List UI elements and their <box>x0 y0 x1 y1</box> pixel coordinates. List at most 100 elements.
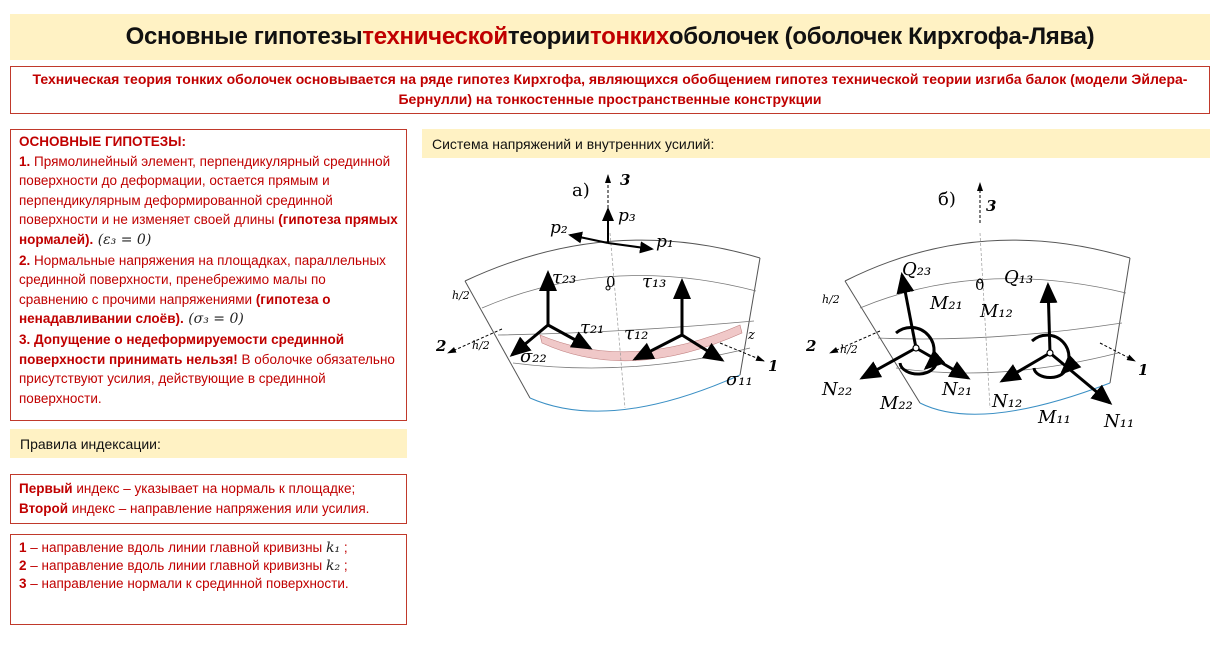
directions-box: 1 – направление вдоль линии главной крив… <box>10 534 407 625</box>
page-title: Основные гипотезы технической теории тон… <box>10 14 1210 60</box>
diagram-b: б) 3 0 Q₂₃ Q₁₃ M₂₁ M₁₂ N₂₂ M₂₂ N₂₁ N₁₂ M… <box>805 182 1148 432</box>
M22-moment-arc <box>898 360 938 376</box>
tau13-label: τ₁₃ <box>642 271 666 292</box>
index-rule-second: Второй индекс – направление напряжения и… <box>19 499 398 519</box>
hypotheses-box: ОСНОВНЫЕ ГИПОТЕЗЫ: 1. Прямолинейный элем… <box>10 129 407 421</box>
M21-label: M₂₁ <box>929 293 963 314</box>
h2-label-bottom-a: h/2 <box>472 339 490 352</box>
hypothesis-1-name: (гипотеза прямых нормалей). <box>19 212 398 247</box>
N22-arrow <box>859 346 917 380</box>
Q23-label: Q₂₃ <box>902 259 931 280</box>
origin-label-a: 0 <box>606 273 616 291</box>
M12-moment-arc <box>1030 333 1082 376</box>
tau12-arrow <box>632 333 683 361</box>
hypothesis-2-num: 2. <box>19 252 31 268</box>
shell-b-left-edge <box>844 280 921 404</box>
hypothesis-1: 1. Прямолинейный элемент, перпендикулярн… <box>19 152 398 251</box>
indexing-box: Первый индекс – указывает на нормаль к п… <box>10 474 407 524</box>
N22-label: N₂₂ <box>821 379 852 400</box>
shell-b-layer-1 <box>859 278 1127 309</box>
hypothesis-1-num: 1. <box>19 153 31 169</box>
axis-2-b <box>829 330 881 354</box>
h2-label-top-a: h/2 <box>452 289 470 302</box>
axis-1-a <box>719 342 765 362</box>
title-part2: технической <box>362 23 508 50</box>
direction-2-num: 2 <box>19 558 27 573</box>
N12-label: N₁₂ <box>991 391 1022 412</box>
intro-text: Техническая теория тонких оболочек основ… <box>10 66 1210 114</box>
node-left-b <box>912 344 920 352</box>
index-second-label: Второй <box>19 501 69 516</box>
p2-label: p₂ <box>550 218 568 238</box>
title-part1: Основные гипотезы <box>125 23 363 50</box>
hypotheses-heading: ОСНОВНЫЕ ГИПОТЕЗЫ: <box>19 134 186 149</box>
sigma11-arrow <box>681 333 725 362</box>
rules-heading: Правила индексации: <box>10 429 407 458</box>
p2-arrow <box>568 231 609 244</box>
direction-2: 2 – направление вдоль линии главной крив… <box>19 557 398 575</box>
p1-arrow <box>607 241 654 254</box>
N11-label: N₁₁ <box>1103 411 1134 432</box>
axis-2-label-b: 2 <box>805 337 816 355</box>
origin-point-a <box>605 285 611 291</box>
shell-a-left-edge <box>464 280 531 399</box>
direction-3: 3 – направление нормали к срединной пове… <box>19 575 398 593</box>
tau21-arrow <box>547 323 593 350</box>
hypothesis-2-name: (гипотеза о ненадавливании слоёв). <box>19 291 331 327</box>
shell-b-vertical-divider <box>979 232 991 409</box>
direction-2-formula: k₂ <box>326 558 341 574</box>
hypothesis-2: 2. Нормальные напряжения на площадках, п… <box>19 251 398 330</box>
hypothesis-1-text: Прямолинейный элемент, перпендикулярный … <box>19 153 391 228</box>
shell-b-top-edge <box>844 239 1131 282</box>
M21-moment-arc <box>895 325 946 370</box>
M12-label: M₁₂ <box>979 301 1013 322</box>
shell-b-bottom-edge <box>919 382 1111 415</box>
axis-2-label-a: 2 <box>435 337 446 355</box>
shell-a-layer-1 <box>481 275 757 309</box>
Q13-label: Q₁₃ <box>1004 267 1033 288</box>
M11-moment-arc <box>1032 366 1068 379</box>
p1-label: p₁ <box>656 232 674 252</box>
index-first-label: Первый <box>19 481 73 496</box>
label-b: б) <box>938 189 956 210</box>
axis-3-label-b: 3 <box>986 197 996 215</box>
sigma11-label: σ₁₁ <box>726 369 753 390</box>
hypothesis-3-num: 3. <box>19 331 31 347</box>
index-first-text: индекс – указывает на нормаль к площадке… <box>72 481 356 496</box>
direction-3-text: – направление нормали к срединной поверх… <box>26 576 349 591</box>
N21-label: N₂₁ <box>941 379 972 400</box>
origin-point-b <box>977 278 983 284</box>
hypothesis-2-text: Нормальные напряжения на площадках, пара… <box>19 252 386 307</box>
shell-a-vertical-divider <box>609 232 626 409</box>
title-part4: тонких <box>589 23 669 50</box>
origin-label-b: 0 <box>975 276 985 294</box>
direction-1-formula: k₁ <box>326 540 341 556</box>
h2-label-bottom-b: h/2 <box>840 343 858 356</box>
shell-a-middle-band <box>539 324 743 362</box>
h2-label-top-b: h/2 <box>822 293 840 306</box>
index-second-text: индекс – направление напряжения или усил… <box>68 501 370 516</box>
M11-label: M₁₁ <box>1037 407 1071 428</box>
axis-3-label-a: 3 <box>620 171 630 189</box>
hypothesis-2-formula: (σ₃ = 0) <box>183 311 244 328</box>
hypothesis-3-name: Допущение о недеформируемости срединной … <box>19 331 345 367</box>
direction-1-end: ; <box>340 540 348 555</box>
axis-1-label-a: 1 <box>768 357 778 375</box>
title-part3: теории <box>507 23 590 50</box>
shell-b-right-edge <box>1109 257 1131 384</box>
hypothesis-3-text: В оболочке обязательно присутствуют усил… <box>19 351 395 406</box>
shell-a-right-edge <box>739 257 761 376</box>
label-a: а) <box>572 180 590 201</box>
tau21-label: τ₂₁ <box>580 317 604 338</box>
hypothesis-1-formula: (ε₃ = 0) <box>93 231 152 248</box>
Q13-arrow <box>1039 282 1058 354</box>
N11-arrow <box>1049 351 1113 405</box>
shell-a-top-edge <box>464 239 761 282</box>
shell-a-layer-2 <box>497 320 755 336</box>
sigma22-label: σ₂₂ <box>520 346 547 367</box>
p3-label: p₃ <box>618 206 636 226</box>
shell-a-bottom-edge <box>529 374 741 412</box>
N12-arrow <box>999 351 1051 383</box>
M22-label: M₂₂ <box>879 393 913 414</box>
index-rule-first: Первый индекс – указывает на нормаль к п… <box>19 479 398 499</box>
